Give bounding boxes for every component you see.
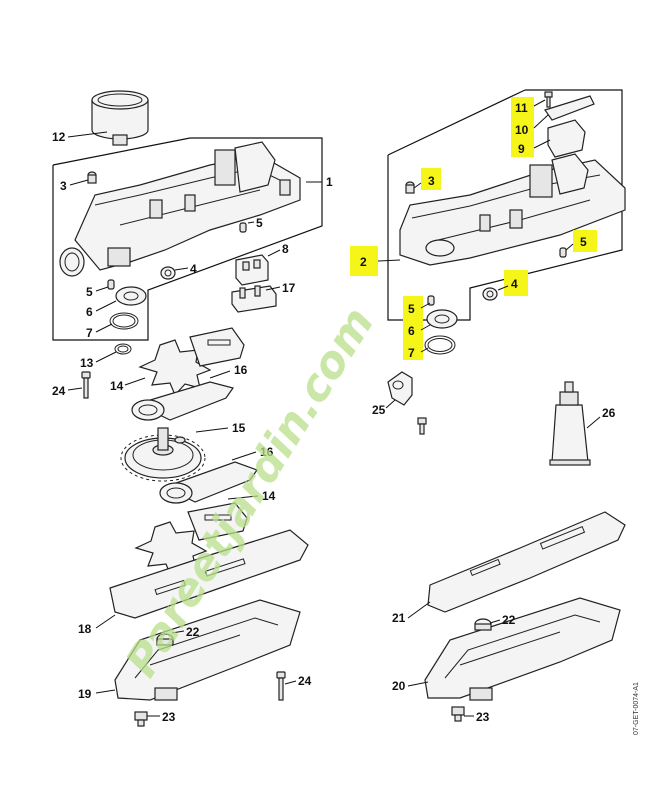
callout-14: 14 (262, 489, 276, 503)
callout-18: 18 (78, 622, 92, 636)
part-2-gear-housing (399, 153, 626, 266)
callout-4: 4 (511, 277, 518, 291)
frame-right-assembly (387, 89, 623, 321)
callout-8: 8 (282, 242, 289, 256)
callout-7: 7 (86, 326, 93, 340)
callout-16: 16 (234, 363, 248, 377)
part-19-base-housing (114, 599, 301, 701)
part-16-link-upper (131, 381, 234, 421)
callout-6: 6 (408, 324, 415, 338)
callout-5: 5 (408, 302, 415, 316)
callout-20: 20 (392, 679, 406, 693)
callout-10: 10 (515, 123, 529, 137)
part-20-base-housing (424, 597, 621, 701)
part-1-gear-housing (59, 141, 301, 277)
part-8-bracket (235, 254, 269, 286)
callout-14: 14 (110, 379, 124, 393)
part-17-bracket (231, 285, 277, 313)
callout-5: 5 (86, 285, 93, 299)
callout-26: 26 (602, 406, 616, 420)
callout-16: 16 (260, 445, 274, 459)
callout-9: 9 (518, 142, 525, 156)
part-25-bracket (387, 371, 427, 435)
callout-17: 17 (282, 281, 296, 295)
part-14-star-plate-upper (138, 327, 245, 397)
part-12-drum (91, 90, 149, 146)
callout-25: 25 (372, 403, 386, 417)
callout-3: 3 (60, 179, 67, 193)
callout-11: 11 (515, 101, 528, 115)
callout-21: 21 (392, 611, 406, 625)
callout-24: 24 (52, 384, 66, 398)
callout-5: 5 (580, 235, 587, 249)
callout-1: 1 (326, 175, 333, 189)
callout-5: 5 (256, 216, 263, 230)
callout-19: 19 (78, 687, 92, 701)
callout-15: 15 (232, 421, 246, 435)
leader-lines (67, 99, 601, 717)
callout-13: 13 (80, 356, 94, 370)
callout-12: 12 (52, 130, 66, 144)
callout-3: 3 (428, 174, 435, 188)
callout-4: 4 (190, 262, 197, 276)
callout-7: 7 (408, 346, 415, 360)
callout-22: 22 (502, 613, 516, 627)
part-26-grease-tube (549, 381, 591, 466)
part-18-cover-plate (109, 529, 309, 619)
callout-24: 24 (298, 674, 312, 688)
document-id: 07-GET-0074-A1 (633, 682, 640, 735)
callout-2: 2 (360, 255, 367, 269)
part-15-gear (120, 427, 206, 482)
callout-23: 23 (476, 710, 490, 724)
part-16-link-lower (159, 461, 258, 504)
callout-labels: 12 3 1 5 4 5 6 7 8 17 13 24 14 16 15 16 … (52, 101, 616, 724)
callout-6: 6 (86, 305, 93, 319)
part-21-cover-plate (427, 511, 626, 613)
callout-23: 23 (162, 710, 176, 724)
frame-left-assembly (52, 137, 323, 341)
callout-22: 22 (186, 625, 200, 639)
